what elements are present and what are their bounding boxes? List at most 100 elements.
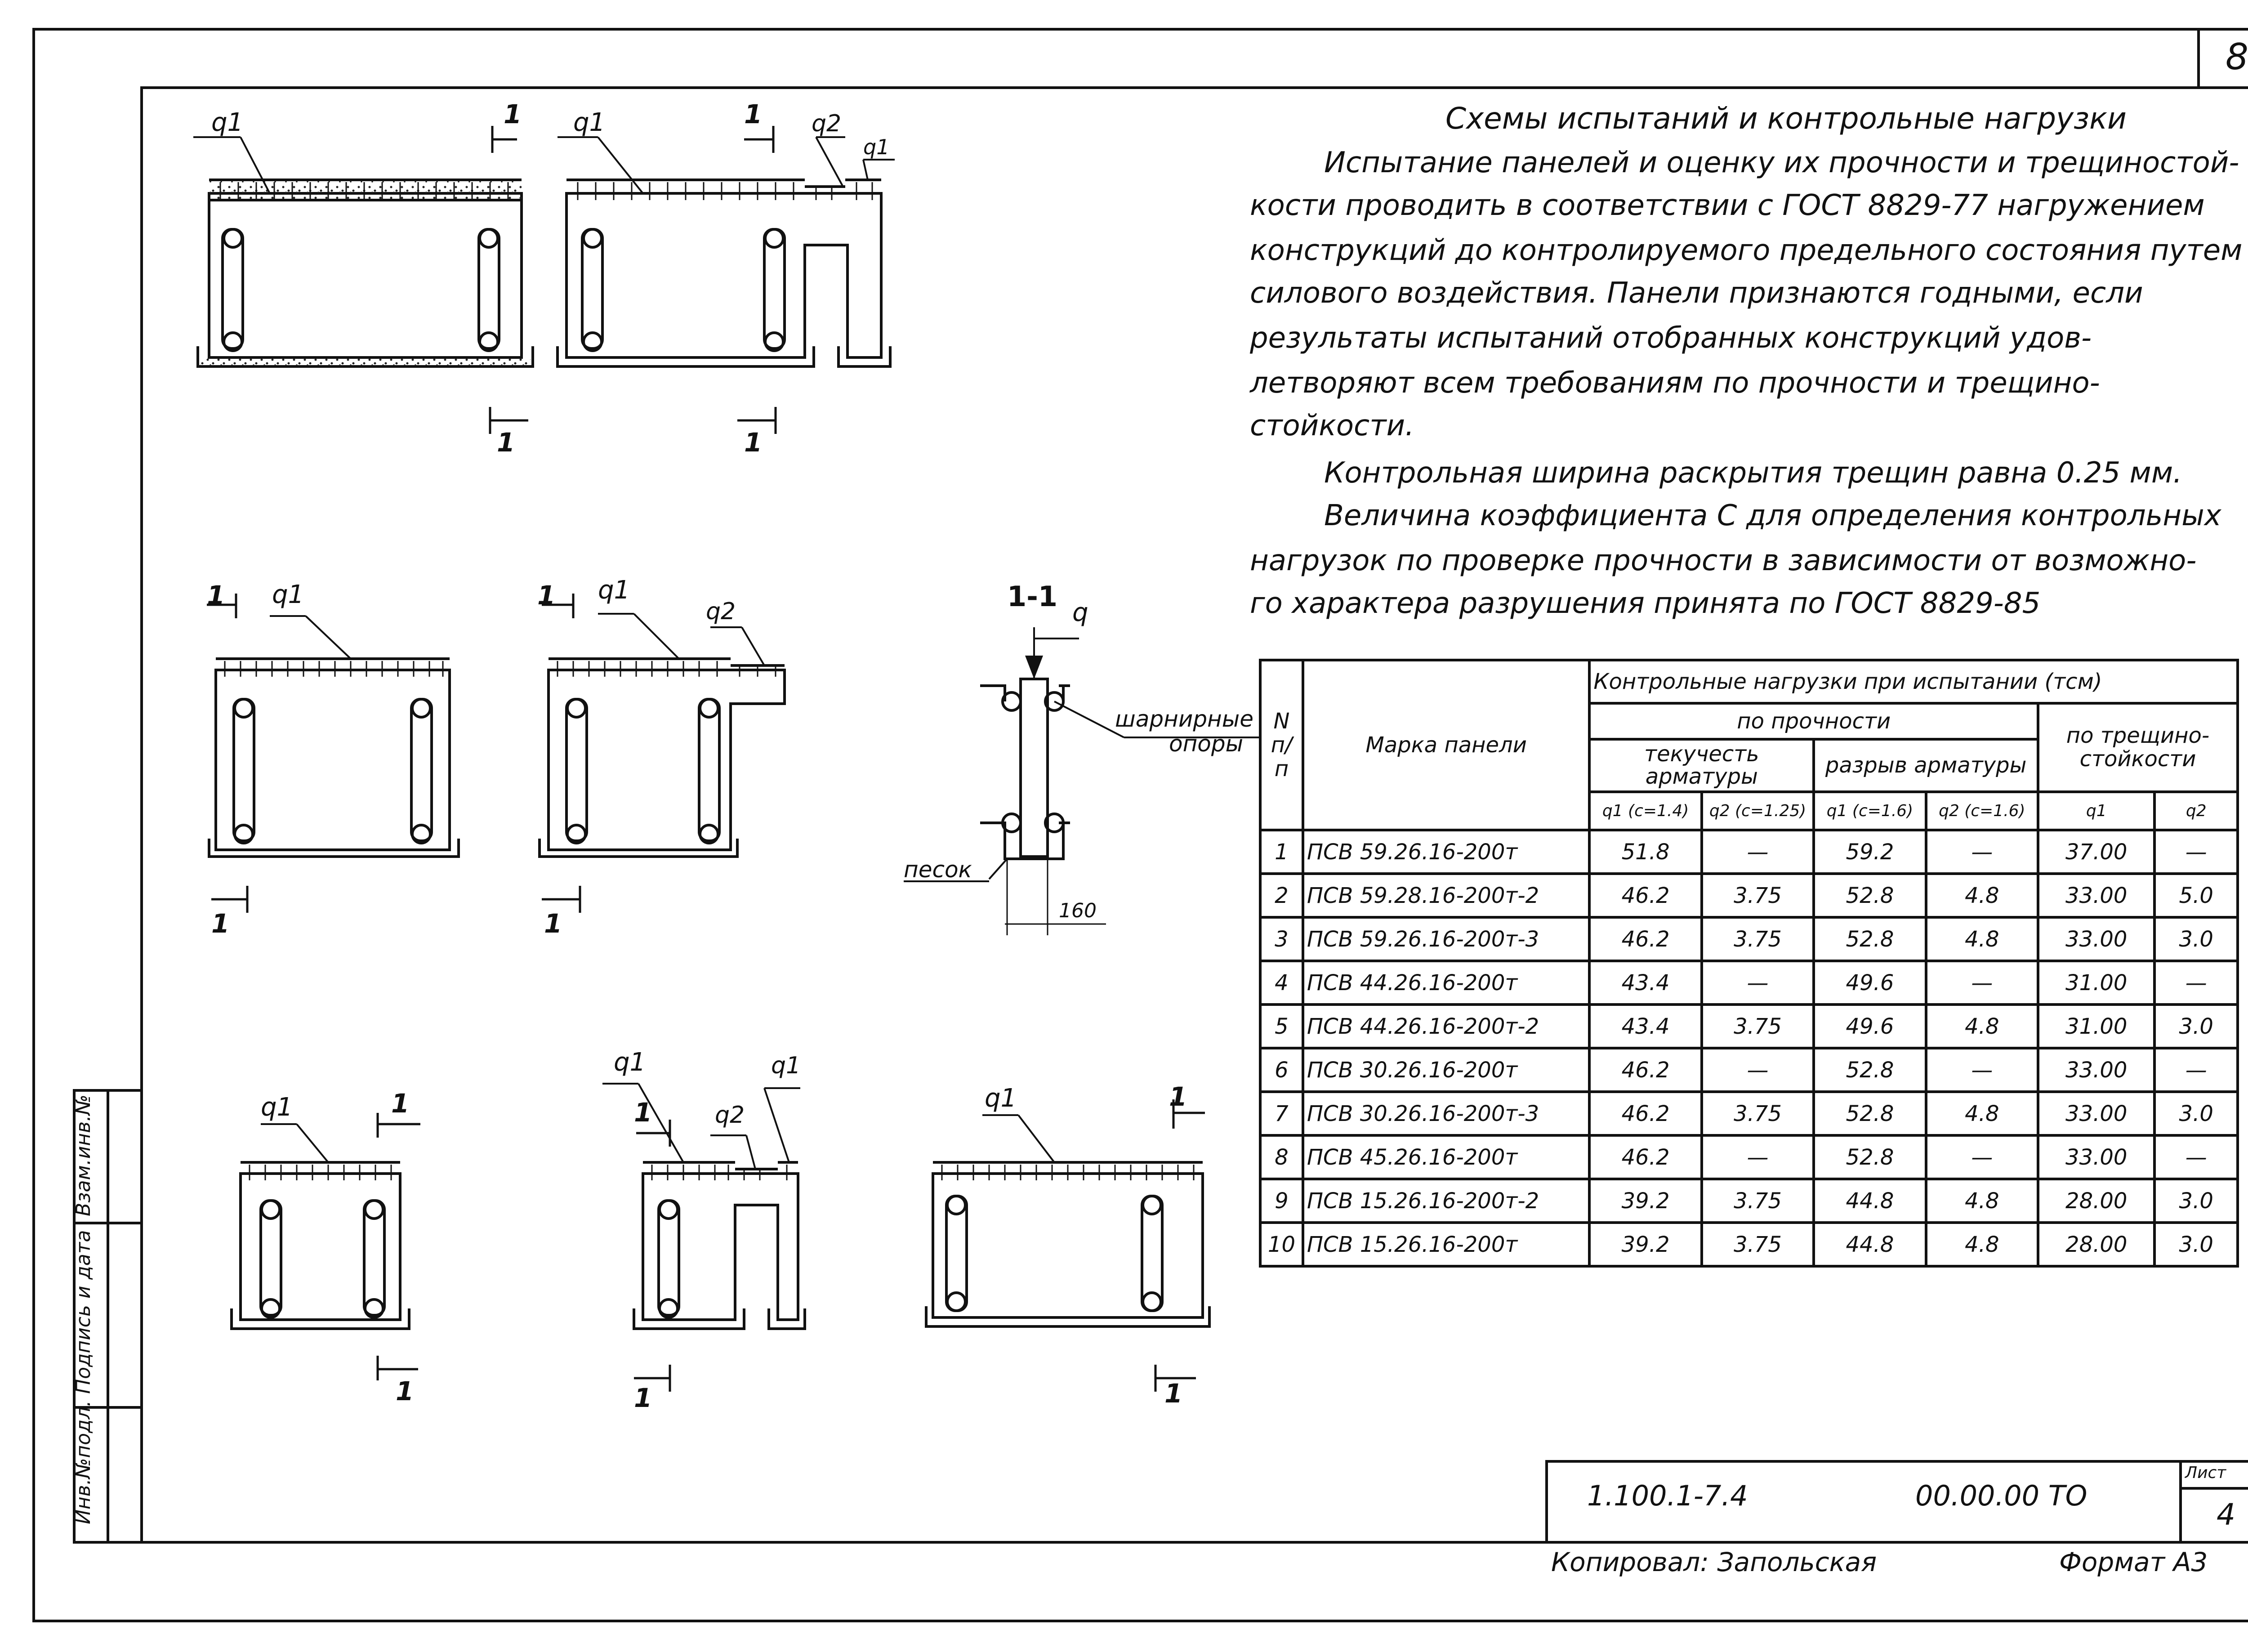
load-value: 3.75	[1700, 872, 1815, 919]
load-value: 3.75	[1700, 916, 1815, 963]
description-line: стойкости.	[1250, 409, 1414, 442]
row-number: 4	[1259, 960, 1304, 1006]
footer-copied: Копировал: Запольская	[1551, 1547, 1877, 1577]
load-value: 4.8	[1924, 1090, 2040, 1137]
load-value: 39.2	[1588, 1178, 1703, 1224]
panel-scheme-7	[925, 1114, 1211, 1328]
header-rupture: разрыв арматуры	[1812, 737, 2040, 794]
load-value: 39.2	[1588, 1221, 1703, 1268]
header-mark: Марка панели	[1301, 658, 1591, 832]
load-value: 43.4	[1588, 960, 1703, 1006]
load-value: —	[2153, 960, 2239, 1006]
header-strength: по прочности	[1588, 701, 2040, 741]
row-number: 3	[1259, 916, 1304, 963]
label-q1: q1	[272, 580, 304, 609]
stamp-sheet-label: Лист	[2185, 1464, 2226, 1482]
section-mark: 1	[634, 1383, 652, 1413]
row-number: 8	[1259, 1134, 1304, 1181]
sub-header: q2	[2153, 790, 2239, 832]
load-value: 44.8	[1812, 1221, 1927, 1268]
stamp-sheet-number: 4	[2217, 1497, 2235, 1532]
load-value: 31.00	[2037, 960, 2156, 1006]
load-value: —	[2153, 1134, 2239, 1181]
panel-mark: ПСВ 59.26.16-200т	[1301, 829, 1591, 875]
dimension-160: 160	[1059, 899, 1097, 922]
panel-mark: ПСВ 45.26.16-200т	[1301, 1134, 1591, 1181]
load-value: 3.75	[1700, 1221, 1815, 1268]
label-q2: q2	[706, 598, 736, 625]
row-number: 7	[1259, 1090, 1304, 1137]
section-1-1	[904, 627, 1259, 935]
section-mark: 1	[537, 580, 556, 611]
load-value: 4.8	[1924, 872, 2040, 919]
load-value: 59.2	[1812, 829, 1927, 875]
supports-label-2: опоры	[1169, 731, 1244, 757]
coefficient-line: го характера разрушения принята по ГОСТ …	[1250, 587, 2041, 620]
load-value: 33.00	[2037, 1047, 2156, 1094]
panel-scheme-5	[230, 1123, 410, 1330]
load-value: 46.2	[1588, 1047, 1703, 1094]
label-q2: q2	[715, 1102, 745, 1129]
description-line: кости проводить в соответствии с ГОСТ 88…	[1250, 189, 2205, 222]
load-value: 52.8	[1812, 1047, 1927, 1094]
panel-mark: ПСВ 59.28.16-200т-2	[1301, 872, 1591, 919]
sand-label: песок	[904, 857, 972, 883]
load-value: 3.0	[2153, 1003, 2239, 1050]
load-value: 43.4	[1588, 1003, 1703, 1050]
footer-format: Формат А3	[2059, 1547, 2208, 1577]
load-value: 3.0	[2153, 1221, 2239, 1268]
page-number-box	[2197, 28, 2248, 89]
coefficient-line: Величина коэффициента С для определения …	[1324, 499, 2221, 532]
load-value: —	[1700, 1134, 1815, 1181]
section-mark: 1	[391, 1088, 410, 1119]
row-number: 9	[1259, 1178, 1304, 1224]
load-value: 33.00	[2037, 916, 2156, 963]
load-value: 3.75	[1700, 1090, 1815, 1137]
section-mark: 1	[1169, 1081, 1187, 1112]
side-replace-label: Взам.инв.№	[72, 1094, 95, 1216]
label-q: q	[1072, 598, 1088, 627]
load-value: 46.2	[1588, 1134, 1703, 1181]
section-title: 1-1	[1007, 580, 1058, 613]
panel-scheme-2	[556, 136, 895, 368]
section-mark: 1	[211, 908, 230, 939]
label-q1: q1	[598, 576, 630, 605]
load-value: —	[1700, 829, 1815, 875]
load-value: 52.8	[1812, 916, 1927, 963]
panel-mark: ПСВ 30.26.16-200т-3	[1301, 1090, 1591, 1137]
row-number: 6	[1259, 1047, 1304, 1094]
load-value: 46.2	[1588, 872, 1703, 919]
load-value: 46.2	[1588, 916, 1703, 963]
coefficient-line: нагрузок по проверке прочности в зависим…	[1250, 544, 2197, 577]
load-value: 52.8	[1812, 1090, 1927, 1137]
supports-label-1: шарнирные	[1115, 706, 1253, 732]
load-value: —	[1924, 1047, 2040, 1094]
sub-header: q1 (с=1.4)	[1588, 790, 1703, 832]
load-value: 44.8	[1812, 1178, 1927, 1224]
section-mark: 1	[1164, 1378, 1183, 1409]
load-value: —	[1700, 960, 1815, 1006]
stamp-doc: 00.00.00 ТО	[1915, 1479, 2087, 1512]
sub-header: q2 (с=1.25)	[1700, 790, 1815, 832]
description-line: силового воздействия. Панели признаются …	[1250, 277, 2143, 310]
load-value: 5.0	[2153, 872, 2239, 919]
load-value: 49.6	[1812, 1003, 1927, 1050]
load-value: 4.8	[1924, 1003, 2040, 1050]
row-number: 5	[1259, 1003, 1304, 1050]
side-inv-label: Инв.№подл.	[72, 1400, 95, 1524]
crack-width-line: Контрольная ширина раскрытия трещин равн…	[1324, 456, 2182, 490]
header-main: Контрольные нагрузки при испытании (тсм)	[1588, 659, 2239, 705]
description-line: Испытание панелей и оценку их прочности …	[1324, 146, 2239, 179]
row-number: 2	[1259, 872, 1304, 919]
label-q1: q1	[771, 1052, 801, 1079]
load-value: 33.00	[2037, 1090, 2156, 1137]
section-mark: 1	[744, 427, 763, 458]
